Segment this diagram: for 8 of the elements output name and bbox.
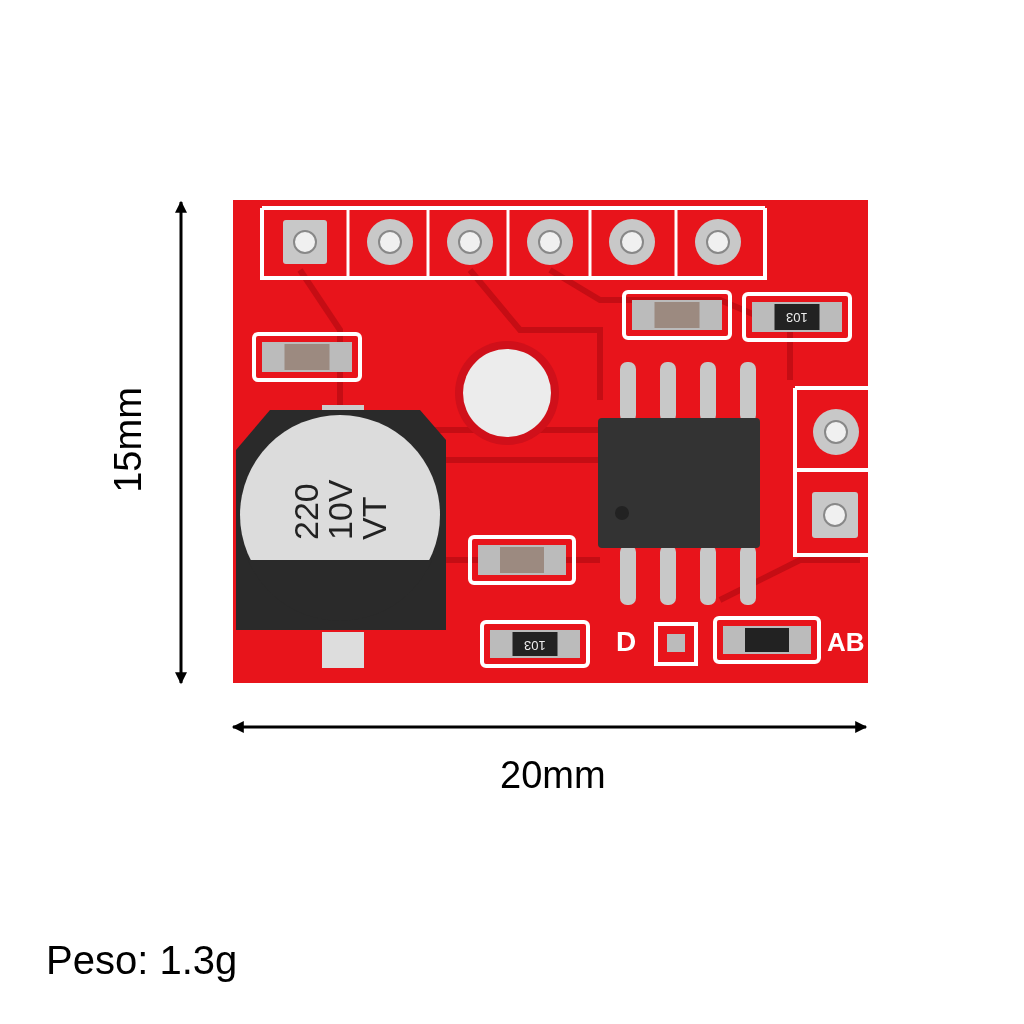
part-marking: 103: [786, 310, 808, 324]
capacitor-marking: 220 10V VT: [289, 478, 391, 540]
dimension-label: 20mm: [500, 756, 606, 794]
part-marking: 103: [524, 638, 546, 652]
silkscreen-label: AB: [827, 629, 865, 655]
weight-note: Peso: 1.3g: [46, 940, 238, 980]
silkscreen-label: D: [616, 628, 637, 656]
dimension-label: 15mm: [108, 387, 147, 493]
